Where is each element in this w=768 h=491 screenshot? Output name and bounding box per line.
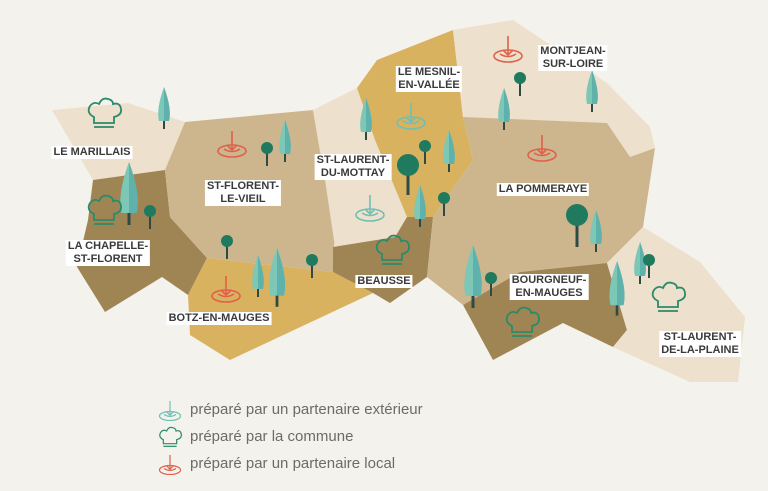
label-beausse: BEAUSSE: [355, 275, 413, 288]
legend: préparé par un partenaire extérieur prép…: [158, 396, 423, 477]
region-montjean-sur-loire[interactable]: [453, 20, 655, 157]
label-montjean-sur-loire: MONTJEAN- SUR-LOIRE: [538, 45, 608, 71]
legend-item-commune: préparé par la commune: [158, 423, 423, 450]
region-la-pommeraye[interactable]: [427, 117, 655, 305]
plate-arrow-icon: [158, 399, 182, 421]
trees: [118, 69, 656, 317]
legend-item-local: préparé par un partenaire local: [158, 450, 423, 477]
region-botz-en-mauges[interactable]: [188, 258, 373, 360]
label-le-marillais: LE MARILLAIS: [51, 146, 133, 159]
label-st-laurent-de-la-plaine: ST-LAURENT- DE-LA-PLAINE: [659, 331, 741, 357]
label-st-laurent-du-mottay: ST-LAURENT- DU-MOTTAY: [314, 154, 392, 180]
legend-label: préparé par un partenaire extérieur: [190, 401, 423, 418]
legend-item-exterieur: préparé par un partenaire extérieur: [158, 396, 423, 423]
label-bourgneuf-en-mauges: BOURGNEUF- EN-MAUGES: [509, 274, 589, 300]
label-le-mesnil-en-vallee: LE MESNIL- EN-VALLÉE: [395, 66, 463, 92]
legend-label: préparé par un partenaire local: [190, 455, 396, 472]
region-le-marillais[interactable]: [52, 103, 185, 180]
region-st-laurent-de-la-plaine[interactable]: [607, 227, 745, 382]
label-st-florent-le-vieil: ST-FLORENT- LE-VIEIL: [204, 180, 282, 206]
label-la-pommeraye: LA POMMERAYE: [496, 183, 590, 196]
legend-label: préparé par la commune: [190, 428, 354, 445]
label-botz-en-mauges: BOTZ-EN-MAUGES: [166, 312, 272, 325]
chef-hat-icon: [159, 426, 182, 447]
plate-arrow-icon: [158, 453, 182, 475]
label-la-chapelle-st-florent: LA CHAPELLE- ST-FLORENT: [65, 240, 151, 266]
